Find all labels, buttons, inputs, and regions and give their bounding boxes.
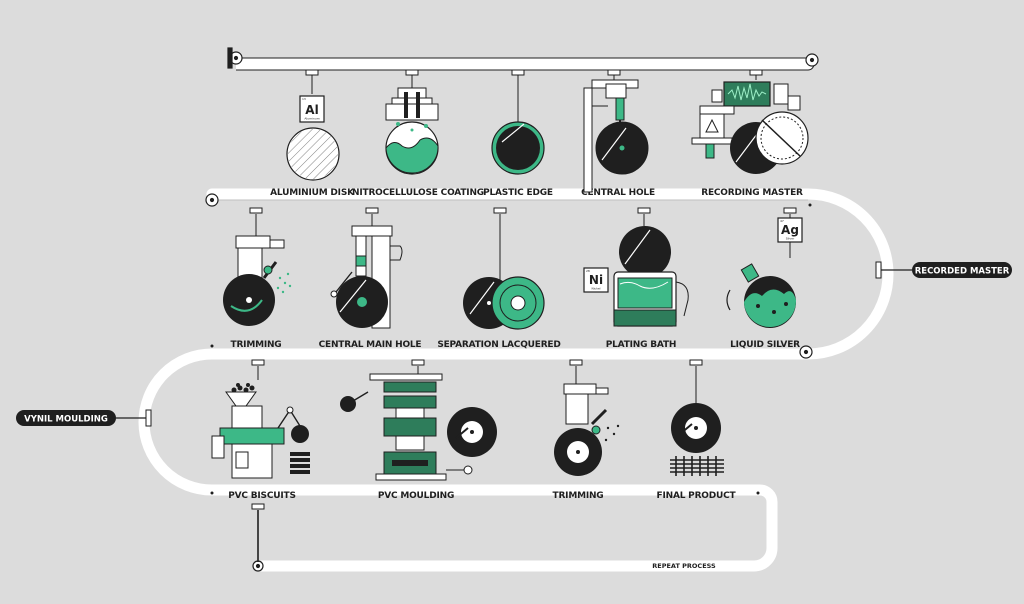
silver-name: Silver	[786, 237, 795, 241]
row1-labels: ALUMINIUM DISK NITROCELLULOSE COATING PL…	[270, 188, 803, 198]
pvc-extruder-icon	[211, 383, 310, 479]
repeat-process-label: REPEAT PROCESS	[652, 562, 716, 570]
plastic-edge-disk-icon	[491, 121, 545, 175]
recorded-master-tag: RECORDED MASTER	[875, 261, 1012, 279]
row2-labels: TRIMMING CENTRAL MAIN HOLE SEPARATION LA…	[231, 340, 801, 350]
hole-punch-icon	[330, 225, 403, 329]
station-label: RECORDING MASTER	[701, 188, 803, 198]
nickel-symbol: Ni	[589, 273, 603, 287]
station-label: ALUMINIUM DISK	[270, 188, 355, 198]
drill-press-icon	[583, 79, 649, 193]
trimming-machine-icon	[554, 383, 620, 476]
trimming-machine-icon	[223, 235, 292, 326]
vynil-moulding-tag: VYNIL MOULDING	[16, 409, 152, 427]
recorded-master-label: RECORDED MASTER	[915, 267, 1010, 277]
nickel-number: 28	[586, 269, 590, 273]
station-label: PVC MOULDING	[378, 491, 454, 501]
station-label: PLATING BATH	[606, 340, 677, 350]
station-label: FINAL PRODUCT	[657, 491, 737, 501]
silver-symbol: Ag	[781, 223, 799, 237]
station-label: CENTRAL MAIN HOLE	[319, 340, 422, 350]
station-label: PVC BISCUITS	[228, 491, 295, 501]
lacquer-disks-icon	[463, 276, 545, 330]
station-label: NITROCELLULOSE COATING	[352, 188, 484, 198]
aluminium-name: Aluminum	[304, 117, 319, 121]
aluminium-disk-icon: Al Aluminum 13	[286, 95, 340, 181]
station-hangers	[249, 69, 797, 562]
aluminium-number: 13	[302, 97, 306, 101]
aluminium-symbol: Al	[305, 103, 318, 117]
station-label: LIQUID SILVER	[730, 340, 800, 350]
hydraulic-press-icon	[340, 373, 497, 481]
station-label: CENTRAL HOLE	[581, 188, 655, 198]
track-pulleys	[205, 47, 819, 572]
vinyl-record-icon	[670, 403, 724, 476]
track-dots	[210, 203, 812, 495]
row3-labels: PVC BISCUITS PVC MOULDING TRIMMING FINAL…	[228, 491, 736, 501]
station-label: PLASTIC EDGE	[483, 188, 553, 198]
vynil-moulding-label: VYNIL MOULDING	[24, 415, 108, 425]
nickel-name: Nickel	[591, 287, 600, 291]
recording-lathe-icon	[691, 81, 809, 174]
station-label: TRIMMING	[231, 340, 282, 350]
coating-machine-icon	[385, 87, 439, 175]
station-label: SEPARATION LACQUERED	[437, 340, 560, 350]
silver-number: 47	[780, 219, 784, 223]
silver-spray-icon: Ag Silver 47	[726, 217, 803, 328]
plating-bath-icon: Ni Nickel 28	[583, 226, 689, 327]
station-label: TRIMMING	[553, 491, 604, 501]
